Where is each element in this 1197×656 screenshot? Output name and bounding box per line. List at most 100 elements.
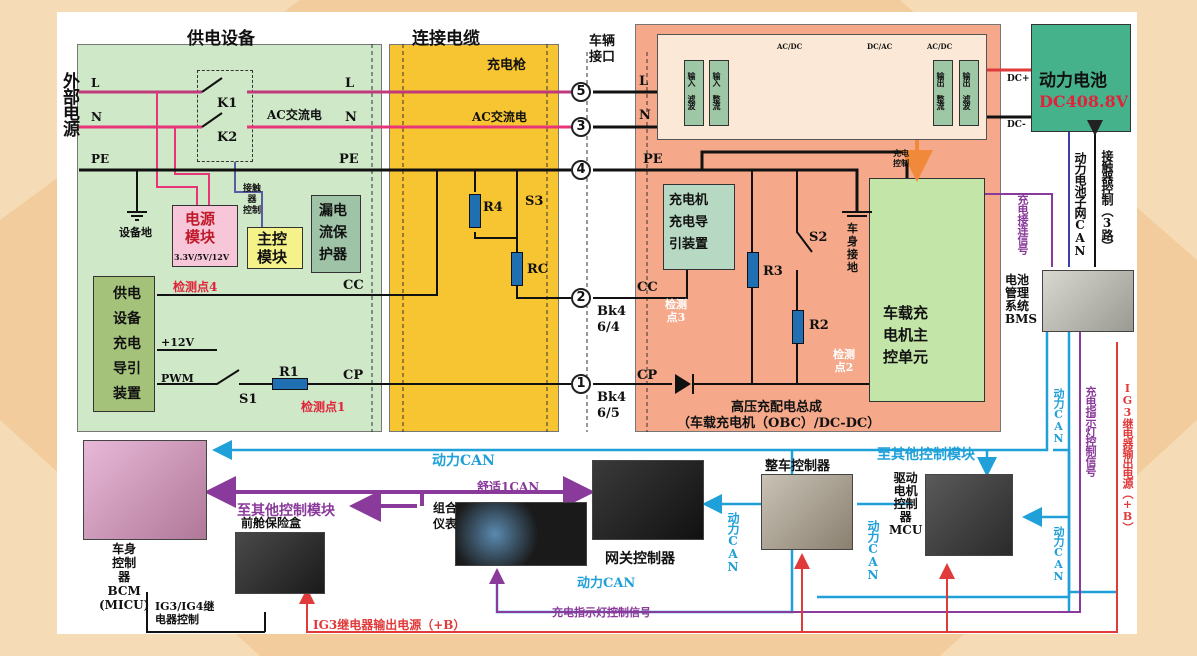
external-power-label: 外部电源: [59, 72, 79, 136]
input-filter-label: 输入 滤波: [687, 72, 697, 109]
r3-resistor: [747, 252, 759, 288]
output-rectifier-label: 输出 整流: [936, 72, 946, 109]
vehicle-L-label: L: [639, 74, 649, 89]
main-ctrl-module-label: 主控 模块: [257, 230, 288, 266]
comfort-can-label: 舒适1CAN: [477, 480, 540, 494]
battery-subnet-can-label: 动力电池子网CAN: [1073, 152, 1087, 257]
battery-voltage: DC408.8V: [1039, 92, 1129, 111]
battery-pack: [1031, 24, 1131, 132]
dc-plus-label: DC+: [1007, 74, 1030, 84]
to-other-modules-right: 至其他控制模块: [877, 447, 975, 463]
detect-point-1-label: 检测点1: [301, 400, 346, 414]
bk4-64-label: Bk4 6/4: [597, 304, 627, 335]
obc-main-unit-label: 车载充 电机主 控单元: [883, 304, 929, 366]
supply-L-label: L: [91, 76, 100, 90]
k1-label: K1: [217, 96, 238, 111]
vehicle-CC-label: CC: [637, 280, 658, 295]
port-pin-2: 2: [571, 288, 591, 308]
hv-bus-line2: （车载充电机（OBC）/DC-DC）: [677, 416, 881, 431]
r2-label: R2: [809, 318, 829, 333]
detect-point-3-label: 检测 点3: [665, 298, 687, 324]
vcu-image: [761, 474, 853, 550]
charge-ctrl-label: 充电 控制: [893, 148, 909, 168]
s2-label: S2: [809, 230, 828, 245]
bms-unit-image: [1042, 270, 1134, 332]
front-fuse-box-image: [235, 532, 325, 594]
vehicle-N-label: N: [639, 108, 651, 123]
supply-PE-label: PE: [91, 152, 110, 166]
power-can-v1-label: 动力CAN: [726, 512, 740, 573]
k2-label: K2: [217, 130, 238, 145]
obc-guide-label: 充电机 充电导 引装置: [669, 193, 709, 252]
power-can-v4-label: 动力CAN: [1052, 526, 1065, 582]
ig-relay-ctrl-label: IG3/IG4继 电器控制: [155, 600, 215, 626]
s1-label: S1: [239, 392, 258, 407]
s3-label: S3: [525, 194, 544, 209]
cluster-label: 组合 仪表: [433, 501, 458, 531]
cable-title: 连接电缆: [412, 29, 480, 49]
battery-contactor-ctrl-label: 接触器控制（3路）: [1100, 150, 1114, 251]
ig3-output-v-label: IG3继电器输出电源（+B）: [1121, 382, 1134, 532]
port-pin-1: 1: [571, 374, 591, 394]
r4-label: R4: [483, 200, 503, 215]
ac-dc2-label: AC/DC: [927, 42, 953, 51]
gateway-image: [592, 460, 704, 540]
to-other-modules-left: 至其他控制模块: [237, 503, 335, 519]
charge-indicator-signal-label: 充电指示灯控制信号: [552, 606, 651, 619]
supply-cc-label: CC: [343, 278, 364, 293]
supply-N-out-label: N: [345, 110, 357, 125]
input-rectifier-block: [709, 60, 729, 126]
power-can-top-label: 动力CAN: [432, 453, 495, 469]
charging-gun-label: 充电枪: [487, 58, 527, 73]
r3-label: R3: [763, 264, 783, 279]
r1-label: R1: [279, 365, 299, 380]
gateway-label: 网关控制器: [605, 551, 675, 567]
power-can-v2-label: 动力CAN: [866, 520, 880, 581]
input-rectifier-label: 输入 整流: [712, 72, 722, 109]
mcu-image: [925, 474, 1013, 556]
dc-minus-label: DC-: [1007, 120, 1026, 130]
ig3-output-label: IG3继电器输出电源（+B）: [313, 618, 466, 632]
detect-point-4-label: 检测点4: [173, 280, 218, 294]
power-module-volts: 3.3V/5V/12V: [174, 252, 230, 262]
pwm-label: PWM: [161, 372, 194, 385]
bk4-65-label: Bk4 6/5: [597, 390, 627, 421]
output-rectifier-block: [933, 60, 953, 126]
port-pin-5: 5: [571, 82, 591, 102]
power-module-label: 电源 模块: [185, 210, 216, 246]
supply-N-label: N: [91, 110, 102, 124]
plus12v-label: +12V: [161, 336, 195, 349]
power-can-bottom-label: 动力CAN: [577, 576, 636, 591]
supply-ac-label: AC交流电: [267, 108, 322, 122]
battery-title: 动力电池: [1039, 71, 1107, 91]
dc-ac-label: DC/AC: [867, 42, 893, 51]
vehicle-CP-label: CP: [637, 368, 658, 383]
leakage-protector: [311, 195, 361, 273]
wiring-layer: [79, 44, 1118, 633]
charge-connect-signal-label: 充电接连信号: [1016, 194, 1029, 254]
diagram-board: 供电设备 连接电缆 车辆 接口 充电枪 外部电源 L N PE L N PE K…: [57, 12, 1137, 634]
supply-equipment-title: 供电设备: [187, 29, 255, 49]
bcm-label: 车身 控制 器 BCM (MICU): [99, 542, 150, 612]
leakage-protector-label: 漏电 流保 护器: [319, 203, 347, 263]
rc-label: RC: [527, 262, 549, 277]
supply-cp-label: CP: [343, 368, 364, 383]
port-pin-4: 4: [571, 160, 591, 180]
cable-ac-label: AC交流电: [472, 110, 527, 124]
body-ground-label: 车 身 接 地: [847, 222, 858, 274]
power-module: [172, 205, 238, 267]
output-filter-block: [959, 60, 979, 126]
obc-guide-device: [663, 184, 735, 270]
cluster-image: [455, 502, 587, 566]
rc-resistor: [511, 252, 523, 286]
r1-resistor: [272, 378, 308, 390]
hv-bus-line1: 高压充配电总成: [731, 400, 823, 415]
input-filter-block: [684, 60, 704, 126]
r4-resistor: [469, 194, 481, 228]
supply-L-out-label: L: [345, 76, 355, 91]
ac-dc-label: AC/DC: [777, 42, 803, 51]
bcm-image: [83, 440, 207, 540]
supply-guide-device: [93, 276, 155, 412]
vehicle-port-title: 车辆 接口: [589, 34, 616, 65]
